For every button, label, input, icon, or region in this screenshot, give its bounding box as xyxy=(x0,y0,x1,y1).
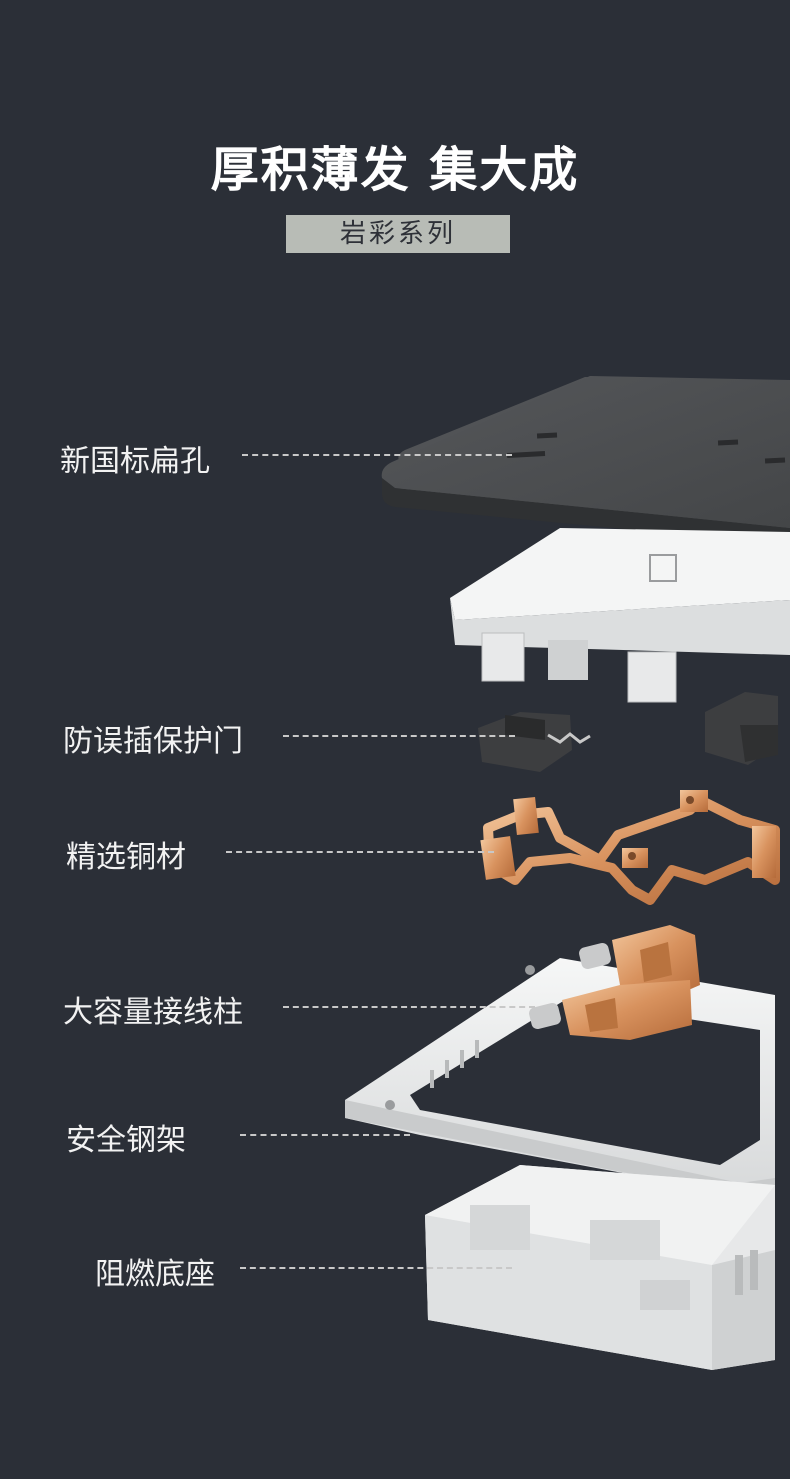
page-title: 厚积薄发 集大成 xyxy=(210,142,580,198)
series-badge: 岩彩系列 xyxy=(286,215,510,253)
leader-line-frame xyxy=(240,1134,410,1136)
leader-line-copper xyxy=(226,851,494,853)
leader-line-base xyxy=(240,1267,512,1269)
leader-line-plug-hole xyxy=(242,454,512,456)
label-shutter: 防误插保护门 xyxy=(63,724,243,759)
label-terminal: 大容量接线柱 xyxy=(63,995,243,1030)
base-housing xyxy=(425,1165,775,1370)
terminal-blocks xyxy=(529,925,700,1040)
leader-line-terminal xyxy=(283,1006,535,1008)
label-copper: 精选铜材 xyxy=(66,840,186,875)
label-base: 阻燃底座 xyxy=(95,1257,215,1292)
cover-panel xyxy=(381,376,790,545)
shutter-parts xyxy=(478,692,778,772)
inner-plate xyxy=(450,528,790,703)
leader-line-shutter xyxy=(283,735,515,737)
mounting-frame xyxy=(345,958,775,1195)
label-plug-hole: 新国标扁孔 xyxy=(60,444,210,479)
copper-contacts xyxy=(480,790,780,905)
label-frame: 安全钢架 xyxy=(66,1123,186,1158)
